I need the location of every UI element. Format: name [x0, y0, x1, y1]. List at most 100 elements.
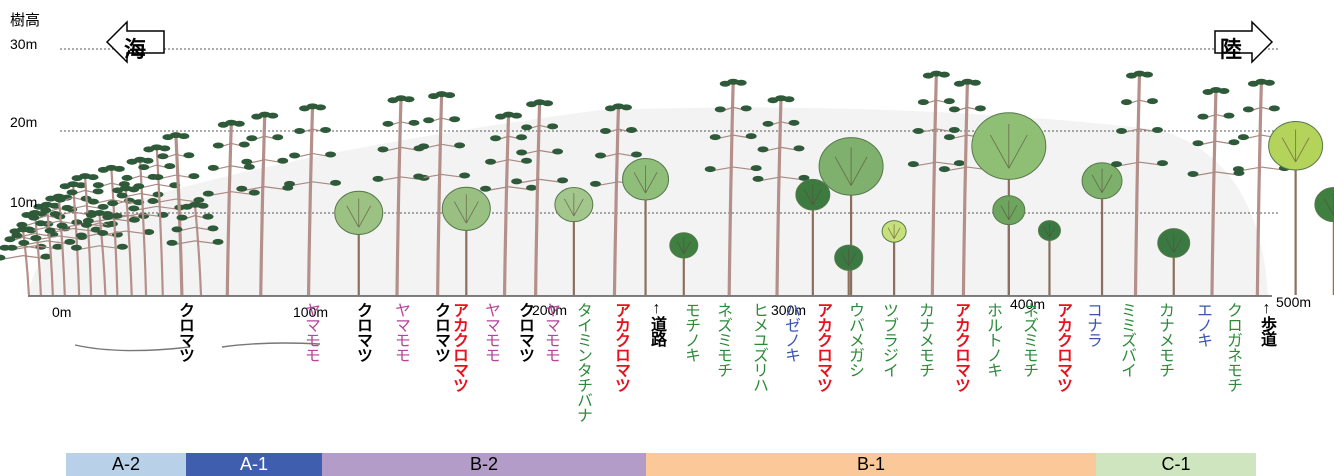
pine-needle-cluster: [1197, 114, 1208, 120]
species-label: モチノキ: [681, 302, 699, 362]
pine-needle-cluster: [372, 176, 383, 182]
pine-needle-cluster: [631, 152, 642, 158]
pine-needle-cluster: [117, 244, 128, 250]
pine-needle-cluster: [57, 223, 68, 229]
pine-needle-cluster: [93, 182, 104, 188]
pine-needle-cluster: [188, 173, 199, 179]
species-label: ↑道路: [647, 300, 665, 346]
species-label: エノキ: [1193, 302, 1211, 347]
pine-needle-cluster: [294, 128, 305, 134]
pine-needle-cluster: [320, 127, 331, 133]
pine-needle-cluster: [949, 106, 960, 112]
pine-needle-cluster: [944, 98, 955, 104]
pine-needle-cluster: [595, 153, 606, 159]
pine-top-cluster: [727, 79, 739, 85]
pine-needle-cluster: [1223, 113, 1234, 119]
pine-needle-cluster: [98, 204, 109, 210]
species-label: アカクロマツ: [951, 302, 969, 392]
pine-needle-cluster: [102, 214, 113, 220]
pine-top-cluster: [225, 120, 237, 126]
pine-needle-cluster: [939, 166, 950, 172]
land-arrow-label: 陸: [1220, 32, 1242, 64]
pine-needle-cluster: [133, 183, 144, 189]
pine-branch: [1238, 167, 1284, 171]
species-label: ↑歩道: [1257, 300, 1275, 346]
pine-needle-cluster: [490, 135, 501, 141]
pine-needle-cluster: [710, 134, 721, 140]
pine-needle-cluster: [183, 152, 194, 158]
zone-b-2: B-2: [322, 453, 646, 476]
species-label: アカクロマツ: [1053, 302, 1071, 392]
pine-needle-cluster: [377, 146, 388, 152]
pine-needle-cluster: [753, 176, 764, 182]
pine-needle-cluster: [18, 240, 29, 246]
pine-needle-cluster: [918, 99, 929, 105]
pine-top-cluster: [1210, 87, 1222, 93]
pine-needle-cluster: [1157, 160, 1168, 166]
pine-needle-cluster: [516, 134, 527, 140]
pine-needle-cluster: [454, 142, 465, 148]
species-label: ネズミモチ: [713, 302, 731, 377]
pine-needle-cluster: [789, 120, 800, 126]
pine-needle-cluster: [626, 127, 637, 133]
pine-needle-cluster: [763, 121, 774, 127]
pine-needle-cluster: [485, 159, 496, 165]
pine-needle-cluster: [128, 205, 139, 211]
pine-needle-cluster: [449, 116, 460, 122]
species-label: ヤマモモ: [391, 302, 409, 362]
pine-top-cluster: [151, 144, 163, 150]
pine-needle-cluster: [28, 215, 39, 221]
pine-needle-cluster: [55, 197, 66, 203]
pine-needle-cluster: [459, 172, 470, 178]
pine-needle-cluster: [236, 186, 247, 192]
pine-needle-cluster: [30, 235, 41, 241]
species-label: タイミンタチバナ: [573, 302, 591, 422]
pine-top-cluster: [930, 71, 942, 77]
species-label: クロマツ: [431, 302, 449, 362]
pine-needle-cluster: [40, 207, 51, 213]
pine-needle-cluster: [277, 158, 288, 164]
pine-needle-cluster: [67, 189, 78, 195]
pine-needle-cluster: [590, 181, 601, 187]
pine-needle-cluster: [1147, 98, 1158, 104]
pine-needle-cluster: [330, 180, 341, 186]
pine-top-cluster: [67, 181, 79, 187]
pine-top-cluster: [1134, 71, 1146, 77]
pine-needle-cluster: [50, 211, 61, 217]
x-tick-500m: 500m: [1276, 294, 1311, 310]
pine-needle-cluster: [408, 120, 419, 126]
pine-top-cluster: [307, 103, 319, 109]
pine-needle-cluster: [705, 166, 716, 172]
species-label: アカクロマツ: [449, 302, 467, 392]
pine-needle-cluster: [45, 228, 56, 234]
pine-top-cluster: [134, 157, 146, 163]
pine-needle-cluster: [480, 186, 491, 192]
pine-needle-cluster: [413, 173, 424, 179]
pine-needle-cluster: [122, 175, 133, 181]
pine-needle-cluster: [1192, 140, 1203, 146]
pine-needle-cluster: [157, 153, 168, 159]
pine-needle-cluster: [284, 181, 295, 187]
pine-needle-cluster: [239, 141, 250, 147]
species-label: ヤマモモ: [481, 302, 499, 362]
pine-needle-cluster: [203, 191, 214, 197]
sea-arrow-label: 海: [124, 32, 146, 64]
y-tick-10m: 10m: [10, 194, 37, 210]
pine-needle-cluster: [325, 152, 336, 158]
species-label: クロマツ: [515, 302, 533, 362]
species-label: ネズミモチ: [1019, 302, 1037, 377]
pine-top-cluster: [961, 79, 973, 85]
pine-top-cluster: [41, 202, 53, 208]
y-tick-20m: 20m: [10, 114, 37, 130]
ground-shading: [28, 108, 1268, 297]
species-label: ミミズバイ: [1117, 302, 1135, 377]
pine-needle-cluster: [203, 214, 214, 220]
broadleaf-tree-42: [1269, 121, 1323, 295]
pine-top-cluster: [259, 112, 271, 118]
pine-needle-cluster: [23, 226, 34, 232]
pine-needle-cluster: [1116, 128, 1127, 134]
pine-needle-cluster: [62, 205, 73, 211]
pine-needle-cluster: [0, 255, 5, 261]
pine-top-cluster: [170, 132, 182, 138]
